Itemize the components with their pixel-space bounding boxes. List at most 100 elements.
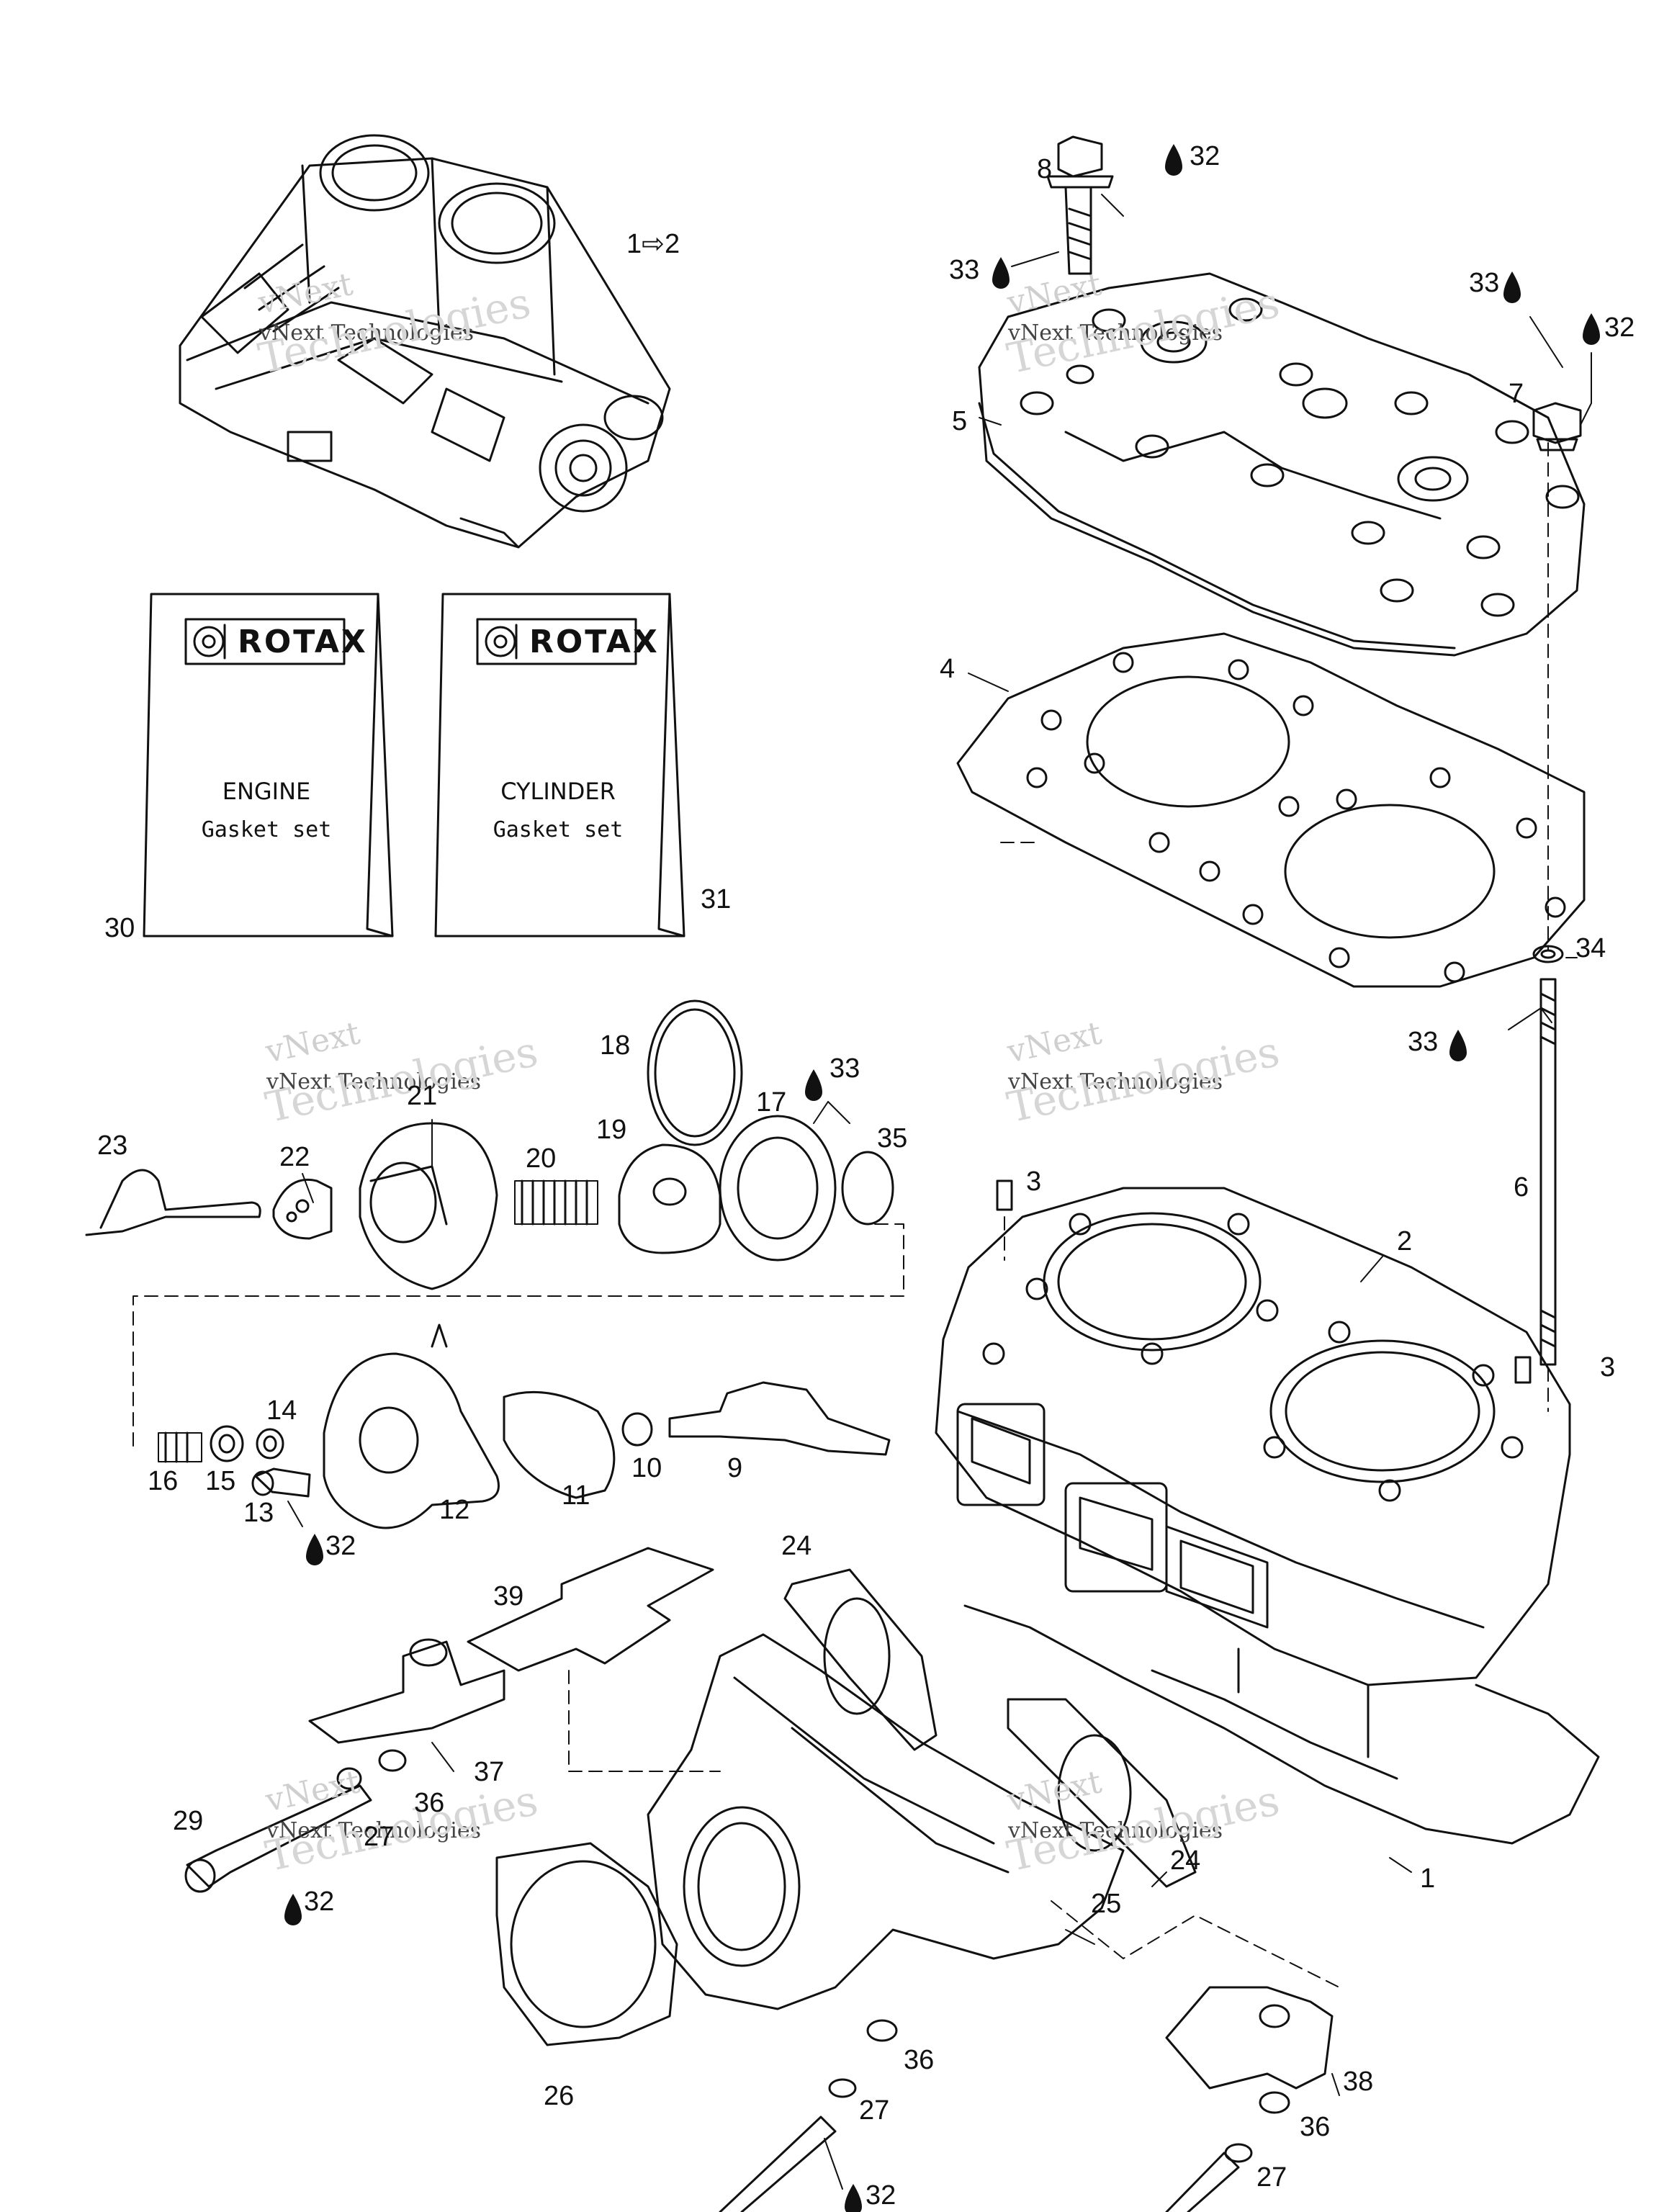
gasket-39-illustration [467, 1547, 714, 1672]
callout-10: 10 [631, 1453, 662, 1483]
callout-17: 17 [756, 1087, 787, 1118]
o-ring-18-illustration [647, 999, 743, 1146]
callout-33: 33 [830, 1053, 860, 1084]
cylinder-gasket-kit-illustration [434, 593, 685, 938]
valve-cover-21-illustration [359, 1122, 498, 1290]
callout-35: 35 [877, 1123, 908, 1154]
diaphragm-17-illustration [719, 1115, 837, 1262]
callout-27: 27 [859, 2095, 890, 2126]
callout-36: 36 [904, 2045, 935, 2075]
callout-25: 25 [1091, 1889, 1122, 1919]
nut-7-illustration [1532, 402, 1582, 451]
callout-21: 21 [407, 1081, 438, 1111]
cap-22-illustration [272, 1178, 333, 1240]
callout-30: 30 [104, 913, 135, 943]
callout-3: 3 [1026, 1166, 1042, 1197]
callout-20: 20 [526, 1143, 557, 1174]
callout-32: 32 [325, 1531, 356, 1561]
callout-24: 24 [1170, 1845, 1201, 1876]
bracket-37-illustration [308, 1638, 505, 1744]
valve-housing-12-illustration [323, 1323, 500, 1529]
callout-13: 13 [243, 1498, 274, 1528]
leader-lines [287, 194, 1592, 2190]
washers-small-illustration [336, 1749, 1290, 2163]
washer-14-illustration [256, 1428, 284, 1460]
callout-33: 33 [1469, 268, 1500, 298]
dowel-pins-illustration [996, 1179, 1532, 1384]
engine-block-illustration [179, 134, 671, 549]
valve-9-illustration [668, 1381, 891, 1456]
engine-gasket-kit-illustration [143, 593, 394, 938]
callout-31: 31 [701, 884, 732, 914]
callout-24: 24 [781, 1531, 812, 1561]
callout-12: 12 [439, 1495, 470, 1525]
o-ring-35-illustration [841, 1151, 894, 1226]
callout-22: 22 [279, 1142, 310, 1172]
gasket-11-illustration [503, 1390, 616, 1499]
engine-kit-subtitle: Gasket set [201, 817, 332, 842]
gasket-24-upper-illustration [783, 1568, 938, 1751]
cylinder-kit-title: CYLINDER [500, 778, 616, 805]
callout-8: 8 [1037, 154, 1053, 184]
screw-29-illustration [184, 1784, 372, 1893]
callout-36: 36 [414, 1788, 445, 1818]
callout-18: 18 [600, 1030, 631, 1061]
callout-32: 32 [1190, 141, 1220, 171]
bracket-38-illustration [1165, 1986, 1334, 2090]
callout-9: 9 [727, 1453, 743, 1483]
engine-kit-brand: ROTAX [238, 624, 368, 660]
callout-33: 33 [1408, 1027, 1439, 1057]
callout-39: 39 [493, 1581, 524, 1611]
callout-27: 27 [1256, 2162, 1287, 2193]
exhaust-manifold-25-illustration [647, 1633, 1125, 2010]
engine-kit-title: ENGINE [222, 778, 311, 805]
callout-29: 29 [173, 1806, 204, 1836]
o-ring-10-illustration [621, 1412, 653, 1447]
callout-2: 2 [1397, 1226, 1413, 1256]
callout-1-to-2: 1⇨2 [626, 229, 680, 259]
callout-23: 23 [97, 1130, 128, 1161]
callout-37: 37 [474, 1757, 505, 1787]
callout-1: 1 [1420, 1863, 1436, 1894]
stud-6-illustration [1539, 978, 1557, 1366]
bolt-8-illustration [1046, 135, 1114, 275]
spring-20-illustration [514, 1179, 598, 1226]
callout-26: 26 [544, 2081, 575, 2111]
cylinder-kit-subtitle: Gasket set [493, 817, 624, 842]
washer-15-illustration [210, 1425, 244, 1462]
callout-6: 6 [1514, 1172, 1529, 1202]
callout-15: 15 [205, 1466, 236, 1496]
callout-14: 14 [266, 1395, 297, 1426]
callout-36: 36 [1300, 2112, 1331, 2142]
callout-27: 27 [364, 1822, 395, 1852]
callout-32: 32 [1604, 313, 1635, 343]
studs-lower-illustration [719, 2116, 1240, 2212]
guide-lines [132, 442, 1549, 1988]
seal-26-illustration [495, 1842, 678, 2046]
callout-32: 32 [304, 1887, 335, 1917]
callout-11: 11 [562, 1480, 590, 1511]
spring-16-illustration [158, 1431, 202, 1463]
callout-32: 32 [866, 2180, 896, 2211]
callout-3: 3 [1600, 1352, 1616, 1382]
piston-19-illustration [618, 1143, 721, 1254]
oil-drop-icons [284, 144, 1600, 2212]
screw-13-illustration [251, 1467, 311, 1498]
callout-33: 33 [949, 255, 980, 285]
callout-5: 5 [952, 406, 968, 436]
callout-34: 34 [1575, 933, 1606, 963]
head-gasket-illustration [956, 632, 1586, 988]
callout-7: 7 [1509, 379, 1524, 409]
wire-clip-23-illustration [85, 1169, 261, 1236]
callout-16: 16 [148, 1466, 179, 1496]
callout-38: 38 [1343, 2067, 1374, 2097]
cylinder-head-illustration [978, 272, 1586, 657]
gasket-24-lower-illustration [1007, 1698, 1197, 1888]
callout-4: 4 [940, 654, 956, 684]
